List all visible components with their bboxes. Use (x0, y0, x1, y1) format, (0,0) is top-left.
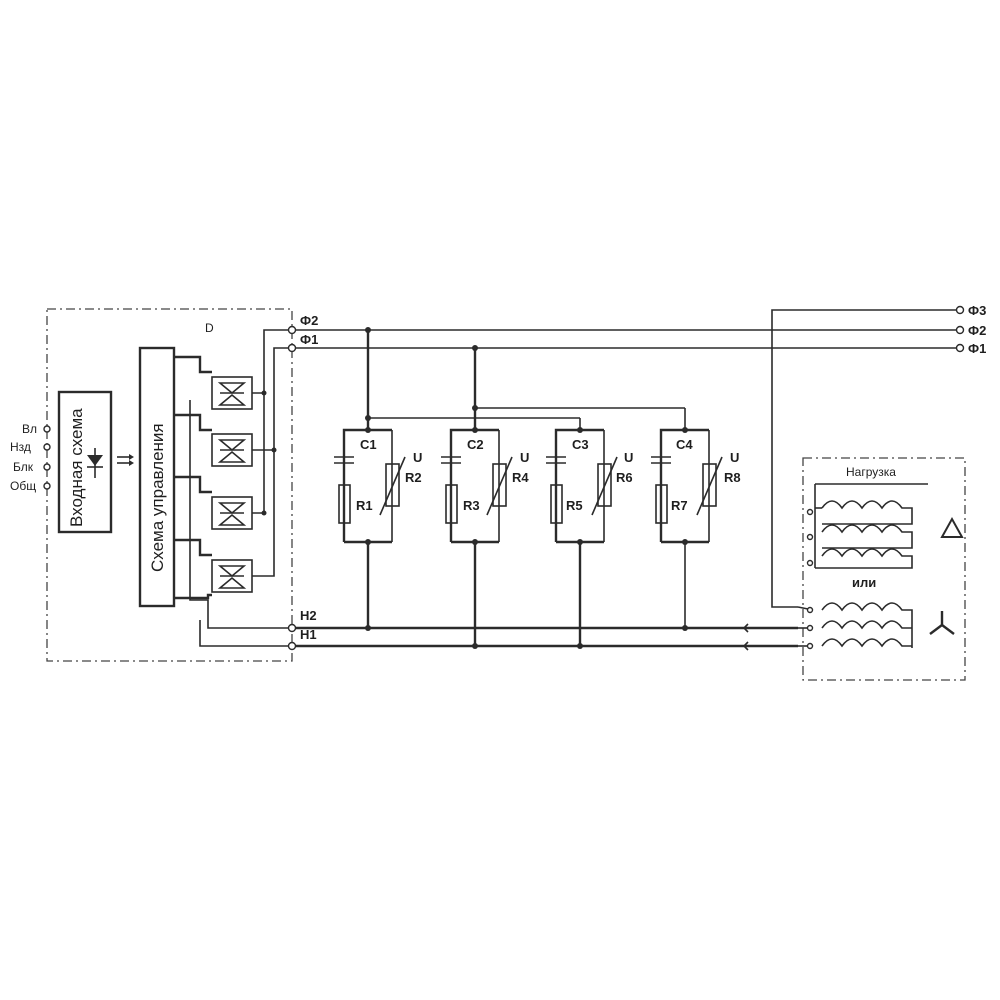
input-terminal-obsch (43, 482, 51, 490)
res-label-r7: R7 (671, 498, 688, 513)
u-label-2: U (520, 450, 529, 465)
input-terminal-blk (43, 463, 51, 471)
delta-windings (806, 483, 964, 569)
input-label-obsch: Общ (10, 479, 36, 493)
snubber-cell-3: C3 R5 U R6 (546, 428, 633, 544)
input-terminal-nzd (43, 443, 51, 451)
snubber-wiring (365, 327, 688, 649)
thyristor-group-3 (211, 496, 253, 530)
input-label-blk: Блк (13, 460, 34, 474)
terminal-label-f2-right: Ф2 (968, 323, 986, 338)
var-label-r8: R8 (724, 470, 741, 485)
load-title: Нагрузка (846, 465, 896, 479)
res-label-r5: R5 (566, 498, 583, 513)
optocoupler-arrows-icon (117, 454, 134, 466)
u-label-3: U (624, 450, 633, 465)
terminal-label-n2-left: Н2 (300, 608, 317, 623)
thyristor-group-2 (211, 433, 253, 467)
terminal-label-f3-right: Ф3 (968, 303, 986, 318)
input-circuit-title: Входная схема (67, 408, 86, 527)
left-terminals: Ф2 Ф1 Н2 Н1 (287, 313, 318, 651)
input-label-nzd: Нзд (10, 440, 31, 454)
star-symbol-icon (929, 611, 955, 635)
right-terminals: Ф3 Ф2 Ф1 (955, 303, 986, 356)
res-label-r3: R3 (463, 498, 480, 513)
var-label-r2: R2 (405, 470, 422, 485)
cap-label-c1: C1 (360, 437, 377, 452)
thyristor-group-4 (211, 559, 253, 593)
snubber-cell-2: C2 R3 U R4 (441, 428, 529, 544)
input-terminal-vl (43, 425, 51, 433)
control-wiring (174, 329, 292, 647)
u-label-1: U (413, 450, 422, 465)
terminal-label-n1-left: Н1 (300, 627, 317, 642)
res-label-r1: R1 (356, 498, 373, 513)
load-or-label: или (852, 575, 876, 590)
block-d-outline (46, 308, 293, 662)
star-windings (797, 602, 955, 650)
cap-label-c3: C3 (572, 437, 589, 452)
input-label-vl: Вл (22, 422, 37, 436)
thyristor-group-1 (211, 376, 253, 410)
terminal-label-f1-left: Ф1 (300, 332, 318, 347)
var-label-r6: R6 (616, 470, 633, 485)
snubber-cell-1: C1 R1 U R2 (334, 428, 422, 544)
terminal-label-f1-right: Ф1 (968, 341, 986, 356)
input-terminals: Вл Нзд Блк Общ (10, 422, 51, 493)
terminal-label-f2-left: Ф2 (300, 313, 318, 328)
var-label-r4: R4 (512, 470, 529, 485)
control-circuit-title: Схема управления (148, 423, 167, 572)
delta-symbol-icon (940, 516, 964, 538)
led-icon (87, 448, 103, 478)
u-label-4: U (730, 450, 739, 465)
load-block-outline (802, 457, 966, 681)
bus-arrows (742, 623, 749, 651)
cap-label-c2: C2 (467, 437, 484, 452)
cap-label-c4: C4 (676, 437, 693, 452)
block-d-label: D (205, 321, 214, 335)
main-buses (296, 309, 956, 648)
snubber-cell-4: C4 R7 U R8 (651, 428, 741, 544)
input-circuit-block (57, 390, 113, 534)
